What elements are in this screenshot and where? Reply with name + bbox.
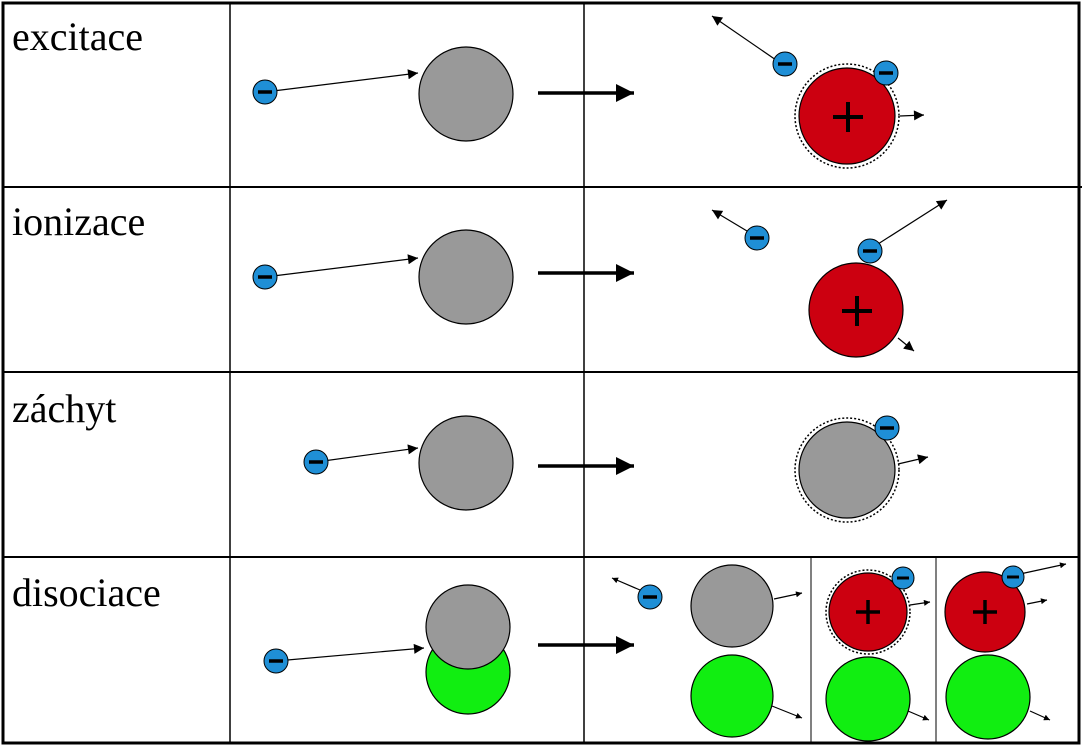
row-disociace-before (263, 584, 511, 715)
excitation-halo (825, 569, 911, 655)
row-disociace-after-excited-ion (825, 566, 931, 742)
fragment-arrow (773, 591, 803, 600)
row-disociace-after-ion (944, 562, 1067, 740)
scattered-electron-arrow (711, 15, 777, 61)
recoil-arrow (897, 454, 929, 465)
row-zachyt-after (794, 415, 929, 523)
green-fragment (825, 656, 911, 742)
fragment-arrow (771, 705, 803, 719)
row-excitace-before (252, 46, 514, 142)
electron (874, 415, 900, 441)
capture-halo (794, 417, 900, 523)
row-label-ionizace: ionizace (12, 199, 145, 244)
fragment-arrow (1029, 710, 1051, 721)
electron (744, 225, 770, 251)
row-excitace-after (711, 15, 925, 169)
electron (772, 51, 798, 77)
gray-atom (425, 584, 511, 670)
electron (637, 584, 663, 610)
plus-icon (973, 600, 997, 624)
row-disociace-after-neutral (611, 564, 803, 738)
electron-trajectory-arrow (275, 643, 425, 662)
row-label-excitace: excitace (12, 14, 143, 59)
neutral-atom (418, 229, 514, 325)
neutral-atom (418, 415, 514, 511)
row-zachyt-before (303, 415, 514, 511)
fragment-arrow (909, 599, 931, 606)
row-label-disociace: disociace (12, 570, 161, 615)
recoil-arrow (897, 337, 915, 352)
gray-fragment (690, 564, 774, 648)
fragment-arrow (907, 710, 930, 721)
scattered-electron-arrow (711, 209, 748, 232)
electron (891, 566, 915, 590)
electron (252, 79, 278, 105)
excitation-halo (794, 63, 900, 169)
ejected-electron-arrow (1019, 562, 1067, 575)
electron-trajectory-arrow (264, 254, 419, 278)
electron (1001, 565, 1025, 589)
recoil-arrow (899, 110, 925, 121)
electron (252, 264, 278, 290)
fragment-arrow (1026, 598, 1048, 605)
row-ionizace-before (252, 229, 514, 325)
negative-ion (798, 421, 896, 519)
row-ionizace-after (711, 199, 948, 358)
row-label-zachyt: záchyt (12, 386, 116, 431)
ejected-electron-arrow (877, 199, 948, 245)
plus-icon (856, 600, 880, 624)
electron (263, 648, 289, 674)
green-fragment (690, 654, 774, 738)
electron-trajectory-arrow (264, 69, 419, 93)
plus-icon (842, 296, 872, 326)
electron (303, 449, 329, 475)
neutral-atom (418, 46, 514, 142)
green-fragment (945, 654, 1031, 740)
electron (857, 238, 883, 264)
plus-icon (833, 102, 863, 132)
electron (873, 60, 899, 86)
scattered-electron-arrow (611, 577, 641, 591)
electron-trajectory-arrow (315, 444, 419, 463)
